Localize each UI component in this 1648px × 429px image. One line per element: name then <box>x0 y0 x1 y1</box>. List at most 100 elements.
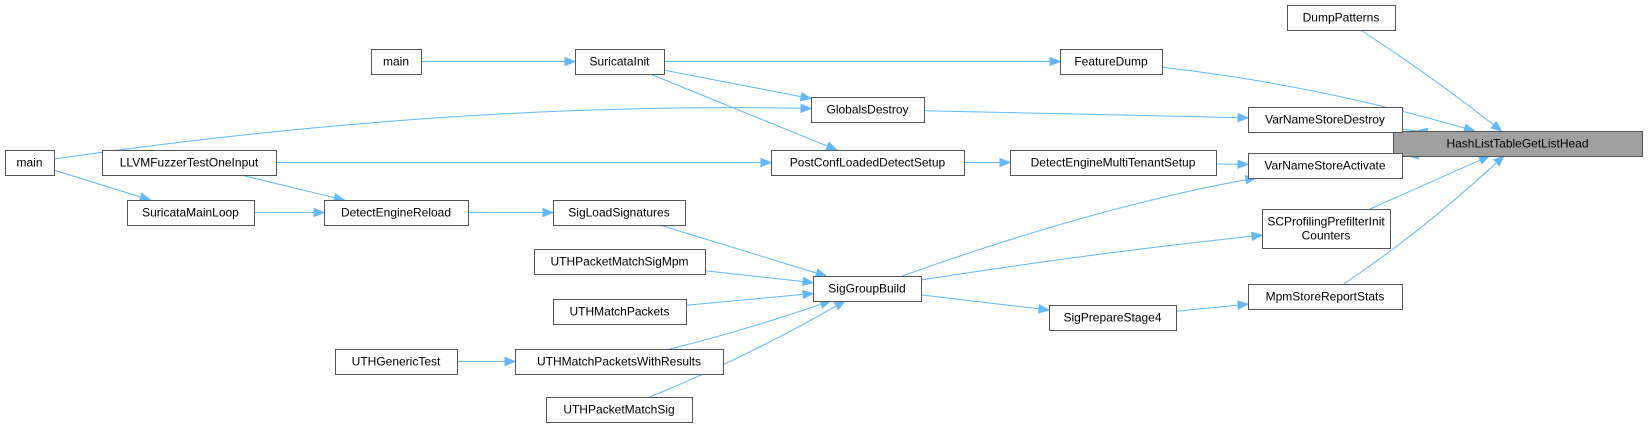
edge-line <box>920 294 1040 310</box>
arrowhead-icon <box>802 276 815 287</box>
edge-line <box>1175 304 1239 312</box>
edge-line <box>1343 162 1497 285</box>
node-sig-group-build[interactable]: SigGroupBuild <box>813 276 922 302</box>
edge-llvm_fuzzer-to-detect_reload <box>240 174 346 203</box>
edge-line <box>650 73 828 147</box>
edge-sig_group_build-to-sig_prepare4 <box>920 294 1051 314</box>
node-label: SuricataInit <box>589 55 650 69</box>
edge-line <box>704 270 804 282</box>
arrowhead-icon <box>799 91 813 102</box>
edge-uth_generic-to-uth_withresults <box>457 356 517 367</box>
node-feature-dump[interactable]: FeatureDump <box>1060 49 1163 75</box>
node-label: UTHGenericTest <box>352 355 441 369</box>
node-label: SuricataMainLoop <box>142 206 239 220</box>
edge-line <box>1161 66 1465 129</box>
node-label: Counters <box>1302 229 1351 243</box>
node-label: UTHMatchPacketsWithResults <box>537 355 701 369</box>
node-box <box>1393 131 1643 157</box>
node-box <box>102 150 277 176</box>
edge-globals_destroy-to-varname_destroy <box>923 110 1250 123</box>
arrowhead-icon <box>138 192 152 202</box>
node-detect-mt-setup[interactable]: DetectEngineMultiTenantSetup <box>1010 150 1217 176</box>
node-label: GlobalsDestroy <box>826 103 908 117</box>
node-sig-prepare4[interactable]: SigPrepareStage4 <box>1049 305 1177 331</box>
node-varname-destroy[interactable]: VarNameStoreDestroy <box>1248 107 1403 133</box>
arrowhead-icon <box>999 157 1012 168</box>
node-label: main <box>383 55 409 69</box>
edge-postconf-to-detect_mt_setup <box>963 157 1012 168</box>
node-dump-patterns[interactable]: DumpPatterns <box>1287 5 1396 31</box>
edge-sig_group_build-to-varname_activate <box>901 175 1258 277</box>
node-label: DetectEngineMultiTenantSetup <box>1031 156 1196 170</box>
node-postconf[interactable]: PostConfLoadedDetectSetup <box>771 150 965 176</box>
node-suricata-mainloop[interactable]: SuricataMainLoop <box>127 200 255 226</box>
node-target[interactable]: HashListTableGetListHead <box>1393 131 1643 157</box>
arrowhead-icon <box>1237 112 1250 123</box>
arrowhead-icon <box>1237 300 1250 310</box>
edge-dump_patterns-to-target <box>1360 29 1503 132</box>
node-box <box>575 49 665 75</box>
edge-uth_withresults-to-sig_group_build <box>669 299 832 350</box>
node-uth-matchpackets[interactable]: UTHMatchPackets <box>553 299 687 325</box>
edge-sig_prepare4-to-mpm_report <box>1175 300 1250 312</box>
node-box <box>811 97 925 123</box>
edge-line <box>649 305 837 398</box>
edge-suricata_init-to-postconf <box>650 73 839 151</box>
edge-sig_group_build-to-scprof <box>920 231 1264 281</box>
arrowhead-icon <box>833 300 847 311</box>
edge-line <box>669 303 822 350</box>
node-label: HashListTableGetListHead <box>1446 137 1588 151</box>
node-main-left[interactable]: main <box>5 150 55 176</box>
node-box <box>371 49 422 75</box>
node-main-top[interactable]: main <box>371 49 422 75</box>
node-box <box>1287 5 1396 31</box>
node-box <box>534 249 706 275</box>
node-box <box>335 349 458 375</box>
node-varname-activate[interactable]: VarNameStoreActivate <box>1248 153 1403 179</box>
arrowhead-icon <box>504 356 517 367</box>
node-uth-generic[interactable]: UTHGenericTest <box>335 349 458 375</box>
edge-suricata_init-to-globals_destroy <box>663 69 813 102</box>
node-label: SigGroupBuild <box>828 282 905 296</box>
node-sig-load[interactable]: SigLoadSignatures <box>553 200 686 226</box>
arrowhead-icon <box>802 289 815 300</box>
edge-line <box>920 235 1253 281</box>
node-label: PostConfLoadedDetectSetup <box>790 156 946 170</box>
arrowhead-icon <box>760 157 773 168</box>
node-box <box>771 150 965 176</box>
node-detect-reload[interactable]: DetectEngineReload <box>324 200 469 226</box>
node-llvm-fuzzer[interactable]: LLVMFuzzerTestOneInput <box>102 150 277 176</box>
node-suricata-init[interactable]: SuricataInit <box>575 49 665 75</box>
node-box <box>5 150 55 176</box>
node-uth-sig[interactable]: UTHPacketMatchSig <box>546 397 693 423</box>
edge-line <box>685 293 804 306</box>
edge-suricata_init-to-feature_dump <box>664 56 1062 67</box>
edge-line <box>240 174 335 199</box>
node-label: UTHPacketMatchSig <box>563 403 674 417</box>
node-uth-withresults[interactable]: UTHMatchPacketsWithResults <box>515 349 724 375</box>
arrowhead-icon <box>1251 231 1264 241</box>
node-box <box>1248 107 1403 133</box>
node-label: SigLoadSignatures <box>568 206 669 220</box>
node-box <box>546 397 693 423</box>
node-label: SCProfilingPrefilterInit <box>1267 215 1385 229</box>
arrowhead-icon <box>1463 123 1476 133</box>
arrowhead-icon <box>814 268 828 278</box>
node-label: UTHMatchPackets <box>569 305 669 319</box>
edge-llvm_fuzzer-to-postconf <box>276 157 773 168</box>
node-box <box>1248 153 1403 179</box>
edge-line <box>1369 159 1481 210</box>
node-mpm-report[interactable]: MpmStoreReportStats <box>1248 284 1403 310</box>
edge-detect_reload-to-sig_load <box>467 207 555 218</box>
edge-line <box>1360 29 1494 126</box>
node-uth-sigmpm[interactable]: UTHPacketMatchSigMpm <box>534 249 706 275</box>
edge-suricata_mainloop-to-detect_reload <box>253 207 326 218</box>
arrowhead-icon <box>1490 120 1503 132</box>
edge-mpm_report-to-target <box>1343 155 1505 285</box>
edge-uth_matchpackets-to-sig_group_build <box>685 289 815 306</box>
node-globals-destroy[interactable]: GlobalsDestroy <box>811 97 925 123</box>
node-label: main <box>16 156 42 170</box>
arrowhead-icon <box>1049 56 1062 67</box>
